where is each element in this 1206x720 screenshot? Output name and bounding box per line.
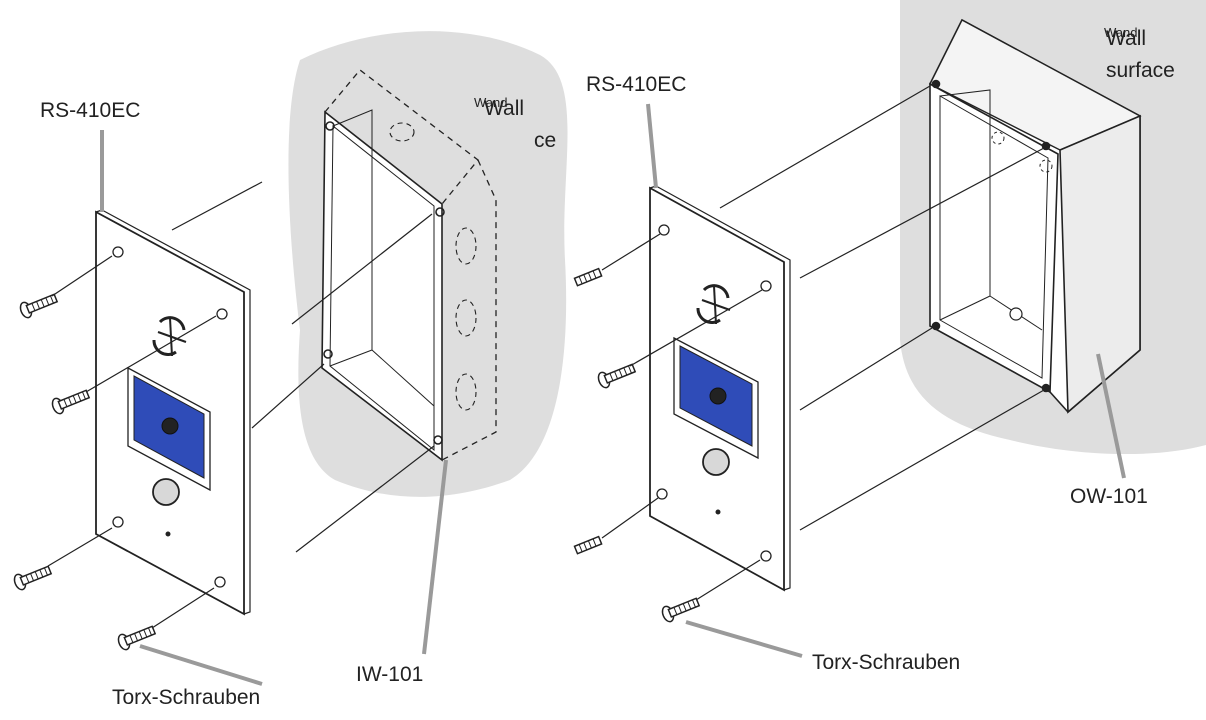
leader-lines-left	[100, 130, 448, 686]
wall-label-de-right: Wand	[1104, 25, 1138, 40]
call-button	[152, 478, 180, 506]
wall-label-en-right: Wall	[1106, 27, 1147, 50]
camera-lens	[709, 387, 727, 405]
wall-label-en-left: Wall	[484, 97, 525, 120]
rfid-reader-icon	[152, 316, 187, 357]
panel-label-right: RS-410EC	[586, 73, 687, 96]
call-button	[702, 448, 730, 476]
wall-label-tail-right: surface	[1106, 59, 1175, 82]
camera-lens	[161, 417, 179, 435]
wall-label-de-left: Wand	[474, 95, 508, 110]
torx-screws-right	[573, 267, 701, 623]
screws-label-right: Torx-Schrauben	[812, 651, 961, 674]
leader-lines-right	[646, 103, 1126, 658]
alignment-lines-left	[47, 181, 435, 629]
box-label-ow-101: OW-101	[1070, 485, 1148, 508]
torx-screws-left	[13, 293, 157, 651]
screws-label-left: Torx-Schrauben	[112, 686, 261, 709]
door-panel-right	[649, 185, 791, 592]
box-label-iw-101: IW-101	[356, 663, 424, 686]
panel-label-left: RS-410EC	[40, 99, 141, 122]
recessed-box-iw-101	[321, 69, 497, 462]
rfid-reader-icon	[696, 284, 731, 325]
wall-label-tail-left: ce	[534, 129, 557, 152]
surface-box-ow-101	[929, 18, 1142, 414]
alignment-lines-right	[601, 85, 1045, 601]
door-panel-left	[95, 209, 251, 616]
